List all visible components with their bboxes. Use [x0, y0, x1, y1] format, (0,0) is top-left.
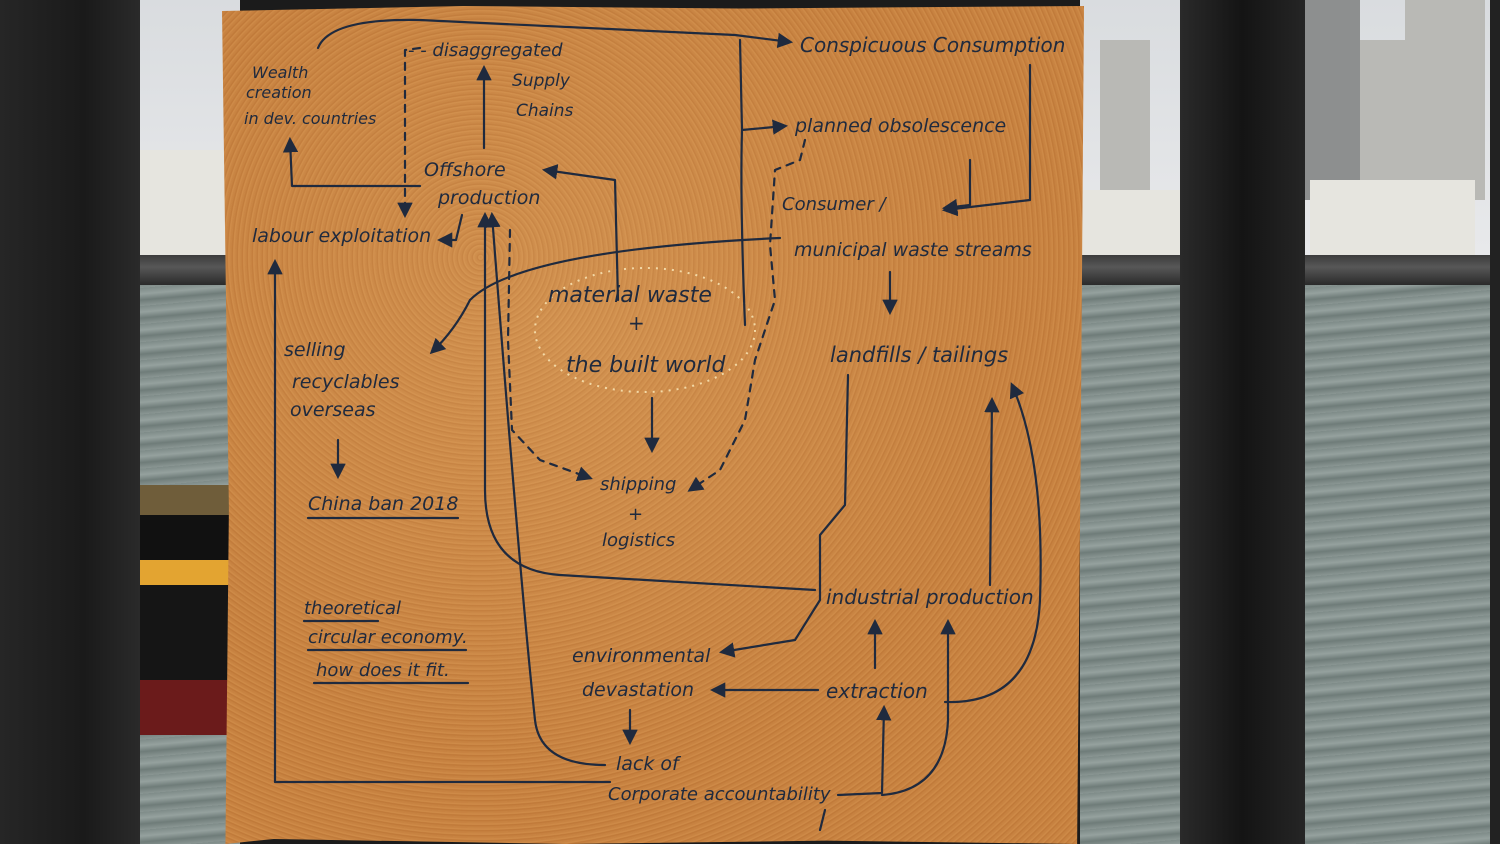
edge-material-left-dashed	[506, 228, 593, 482]
svg-text:+: +	[628, 311, 645, 335]
edge-material-loop-up	[738, 38, 744, 132]
pier	[140, 255, 240, 285]
edges	[267, 18, 1042, 832]
edge-lack-to-labour	[267, 258, 612, 784]
svg-text:in dev. countries: in dev. countries	[244, 109, 376, 128]
svg-text:theoretical: theoretical	[304, 598, 401, 619]
edge-lack-to-industrial-loop	[818, 622, 948, 832]
svg-text:logistics: logistics	[602, 530, 675, 551]
node-shipping-logistics: shipping + logistics	[600, 474, 676, 551]
edge-lack-to-offshore	[485, 211, 607, 767]
edge-industrial-to-landfills	[984, 396, 1000, 587]
svg-text:industrial production: industrial production	[826, 585, 1034, 609]
pier	[1080, 255, 1180, 285]
edge-lack-to-extraction	[836, 704, 892, 797]
window-frame-right	[1180, 0, 1305, 844]
node-wealth-creation: Wealth creation in dev. countries	[244, 63, 376, 128]
svg-text:- - disaggregated: - - disaggregated	[408, 40, 563, 61]
building	[1405, 0, 1485, 200]
svg-text:Chains: Chains	[516, 101, 574, 121]
window-pane-right	[1305, 0, 1490, 844]
edge-offshore-to-wealth	[282, 136, 422, 188]
building	[1360, 40, 1405, 200]
edge-industrial-to-offshore	[477, 211, 817, 592]
underlines	[302, 516, 470, 685]
node-material-waste-built-world: material waste + the built world	[548, 283, 726, 378]
svg-text:recyclables: recyclables	[292, 371, 400, 393]
node-planned-obsolescence: planned obsolescence	[794, 115, 1006, 137]
edge-extraction-to-landfills	[943, 382, 1042, 704]
edge-planned-to-waste	[941, 158, 972, 215]
node-conspicuous-consumption: Conspicuous Consumption	[800, 33, 1065, 57]
pier	[1305, 255, 1490, 285]
node-extraction: extraction	[826, 679, 928, 703]
svg-text:Offshore: Offshore	[424, 159, 506, 181]
node-consumer-municipal-waste: Consumer / municipal waste streams	[782, 194, 1032, 261]
node-china-ban: China ban 2018	[308, 493, 458, 515]
building	[1305, 0, 1360, 200]
svg-text:Wealth: Wealth	[252, 63, 308, 82]
svg-text:labour exploitation: labour exploitation	[252, 225, 431, 247]
node-environmental-devastation: environmental devastation	[572, 645, 711, 701]
svg-text:material waste: material waste	[548, 283, 712, 308]
svg-text:landfills / tailings: landfills / tailings	[830, 343, 1008, 367]
node-landfills-tailings: landfills / tailings	[830, 343, 1008, 367]
svg-text:Consumer /: Consumer /	[782, 194, 888, 215]
node-theoretical-circular-economy: theoretical circular economy. how does i…	[304, 598, 468, 681]
window-frame-far-right	[1490, 0, 1500, 844]
svg-text:how does it fit.: how does it fit.	[316, 660, 450, 681]
edge-landfills-to-devastation	[718, 373, 850, 658]
node-selling-recyclables: selling recyclables overseas	[284, 339, 400, 421]
svg-text:China ban 2018: China ban 2018	[308, 493, 458, 515]
node-disaggregated-supply-chains: - - disaggregated Supply Chains	[408, 40, 574, 121]
edge-conspicuous-to-waste	[941, 63, 1032, 217]
svg-text:Supply: Supply	[512, 71, 571, 91]
node-industrial-production: industrial production	[826, 585, 1034, 609]
edge-supply-to-labour-dashed	[397, 46, 422, 219]
water	[1080, 270, 1180, 844]
node-lack-of-accountability: lack of Corporate accountability	[608, 753, 831, 805]
svg-text:the built world: the built world	[566, 353, 726, 378]
svg-text:devastation: devastation	[582, 679, 694, 701]
edge-wealth-to-conspicuous	[316, 18, 794, 50]
node-offshore-production: Offshore production	[424, 159, 540, 209]
svg-text:selling: selling	[284, 339, 346, 361]
svg-text:creation: creation	[246, 83, 312, 102]
edge-planned-to-consumer-dashed	[687, 138, 807, 492]
svg-text:circular economy.: circular economy.	[308, 627, 468, 648]
svg-text:overseas: overseas	[290, 399, 376, 421]
svg-text:municipal waste streams: municipal waste streams	[794, 239, 1032, 261]
svg-text:environmental: environmental	[572, 645, 711, 667]
window-pane-middle	[1080, 0, 1180, 844]
svg-text:extraction: extraction	[826, 679, 928, 703]
svg-text:Conspicuous Consumption: Conspicuous Consumption	[800, 33, 1065, 57]
water	[1305, 270, 1490, 844]
building	[140, 150, 240, 260]
edge-material-to-planned	[740, 119, 789, 327]
window-frame-left	[0, 0, 140, 844]
edge-waste-to-selling	[429, 236, 782, 355]
svg-text:shipping: shipping	[600, 474, 676, 495]
edge-material-to-offshore	[541, 164, 620, 302]
svg-text:Corporate accountability: Corporate accountability	[608, 784, 831, 805]
svg-text:planned obsolescence: planned obsolescence	[794, 115, 1006, 137]
highlight-rays	[534, 267, 756, 393]
node-labour-exploitation: labour exploitation	[252, 225, 431, 247]
svg-text:+: +	[628, 504, 643, 525]
ship-hull	[140, 485, 240, 735]
building	[1080, 190, 1180, 260]
building	[1310, 180, 1475, 255]
svg-text:lack of: lack of	[616, 753, 682, 775]
svg-text:production: production	[437, 187, 540, 209]
edge-offshore-to-labour	[436, 213, 464, 248]
